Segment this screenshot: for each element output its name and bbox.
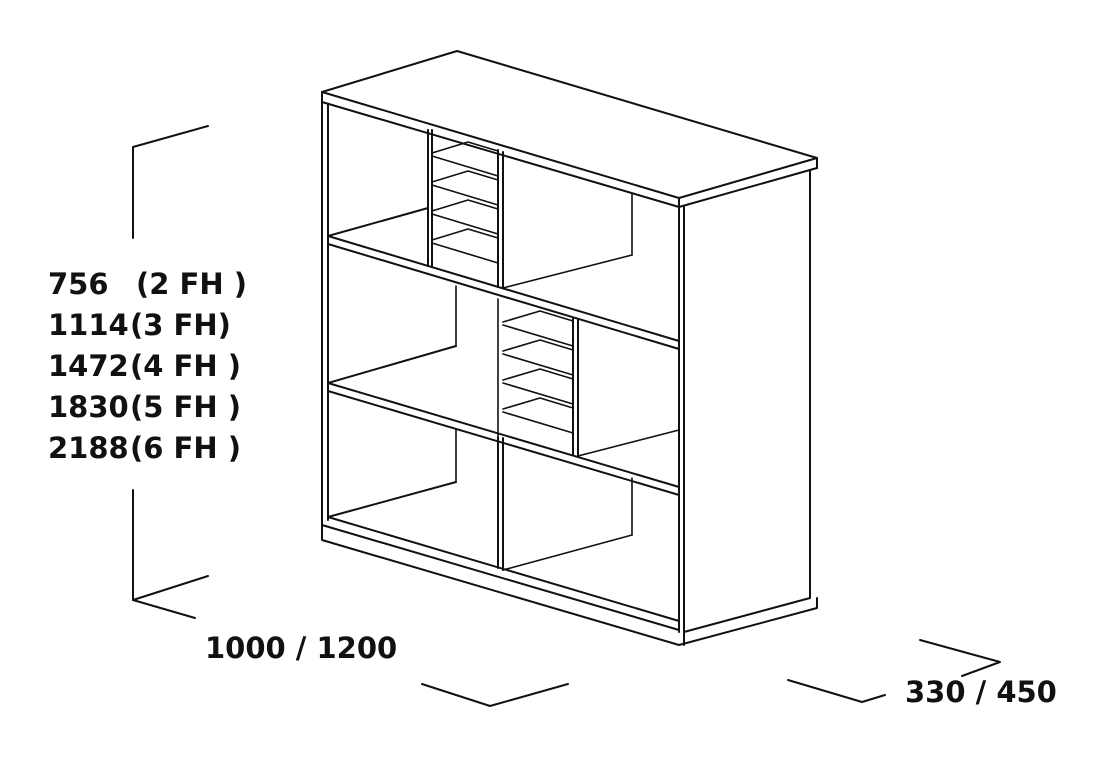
height-module-count: (2 FH ) [136, 267, 247, 301]
depth-dimension-lines [787, 639, 1001, 703]
height-value: 1114 [48, 308, 129, 342]
height-value: 1830 [48, 390, 129, 424]
cabinet-plinth [321, 524, 818, 646]
cabinet-top [321, 50, 818, 208]
back-lines [455, 193, 680, 571]
height-value: 756 [48, 267, 109, 301]
depth-dimension-label: 330 / 450 [905, 675, 1057, 709]
divider-left-top [427, 129, 433, 267]
cabinet-side-panel [678, 169, 811, 633]
cabinet-left-panel [321, 91, 329, 526]
width-dimension-lines [132, 599, 569, 707]
divider-center-bottom [497, 436, 504, 571]
drawer-stack-top [431, 141, 499, 264]
divider-mid-right [572, 317, 579, 457]
height-value: 1472 [48, 349, 129, 383]
height-module-count: (6 FH ) [130, 431, 241, 465]
height-module-count: (3 FH) [130, 308, 231, 342]
height-value: 2188 [48, 431, 129, 465]
divider-center-top [497, 149, 504, 289]
height-module-count: (4 FH ) [130, 349, 241, 383]
drawer-stack-middle [502, 310, 574, 434]
height-module-count: (5 FH ) [130, 390, 241, 424]
width-dimension-label: 1000 / 1200 [205, 631, 398, 665]
